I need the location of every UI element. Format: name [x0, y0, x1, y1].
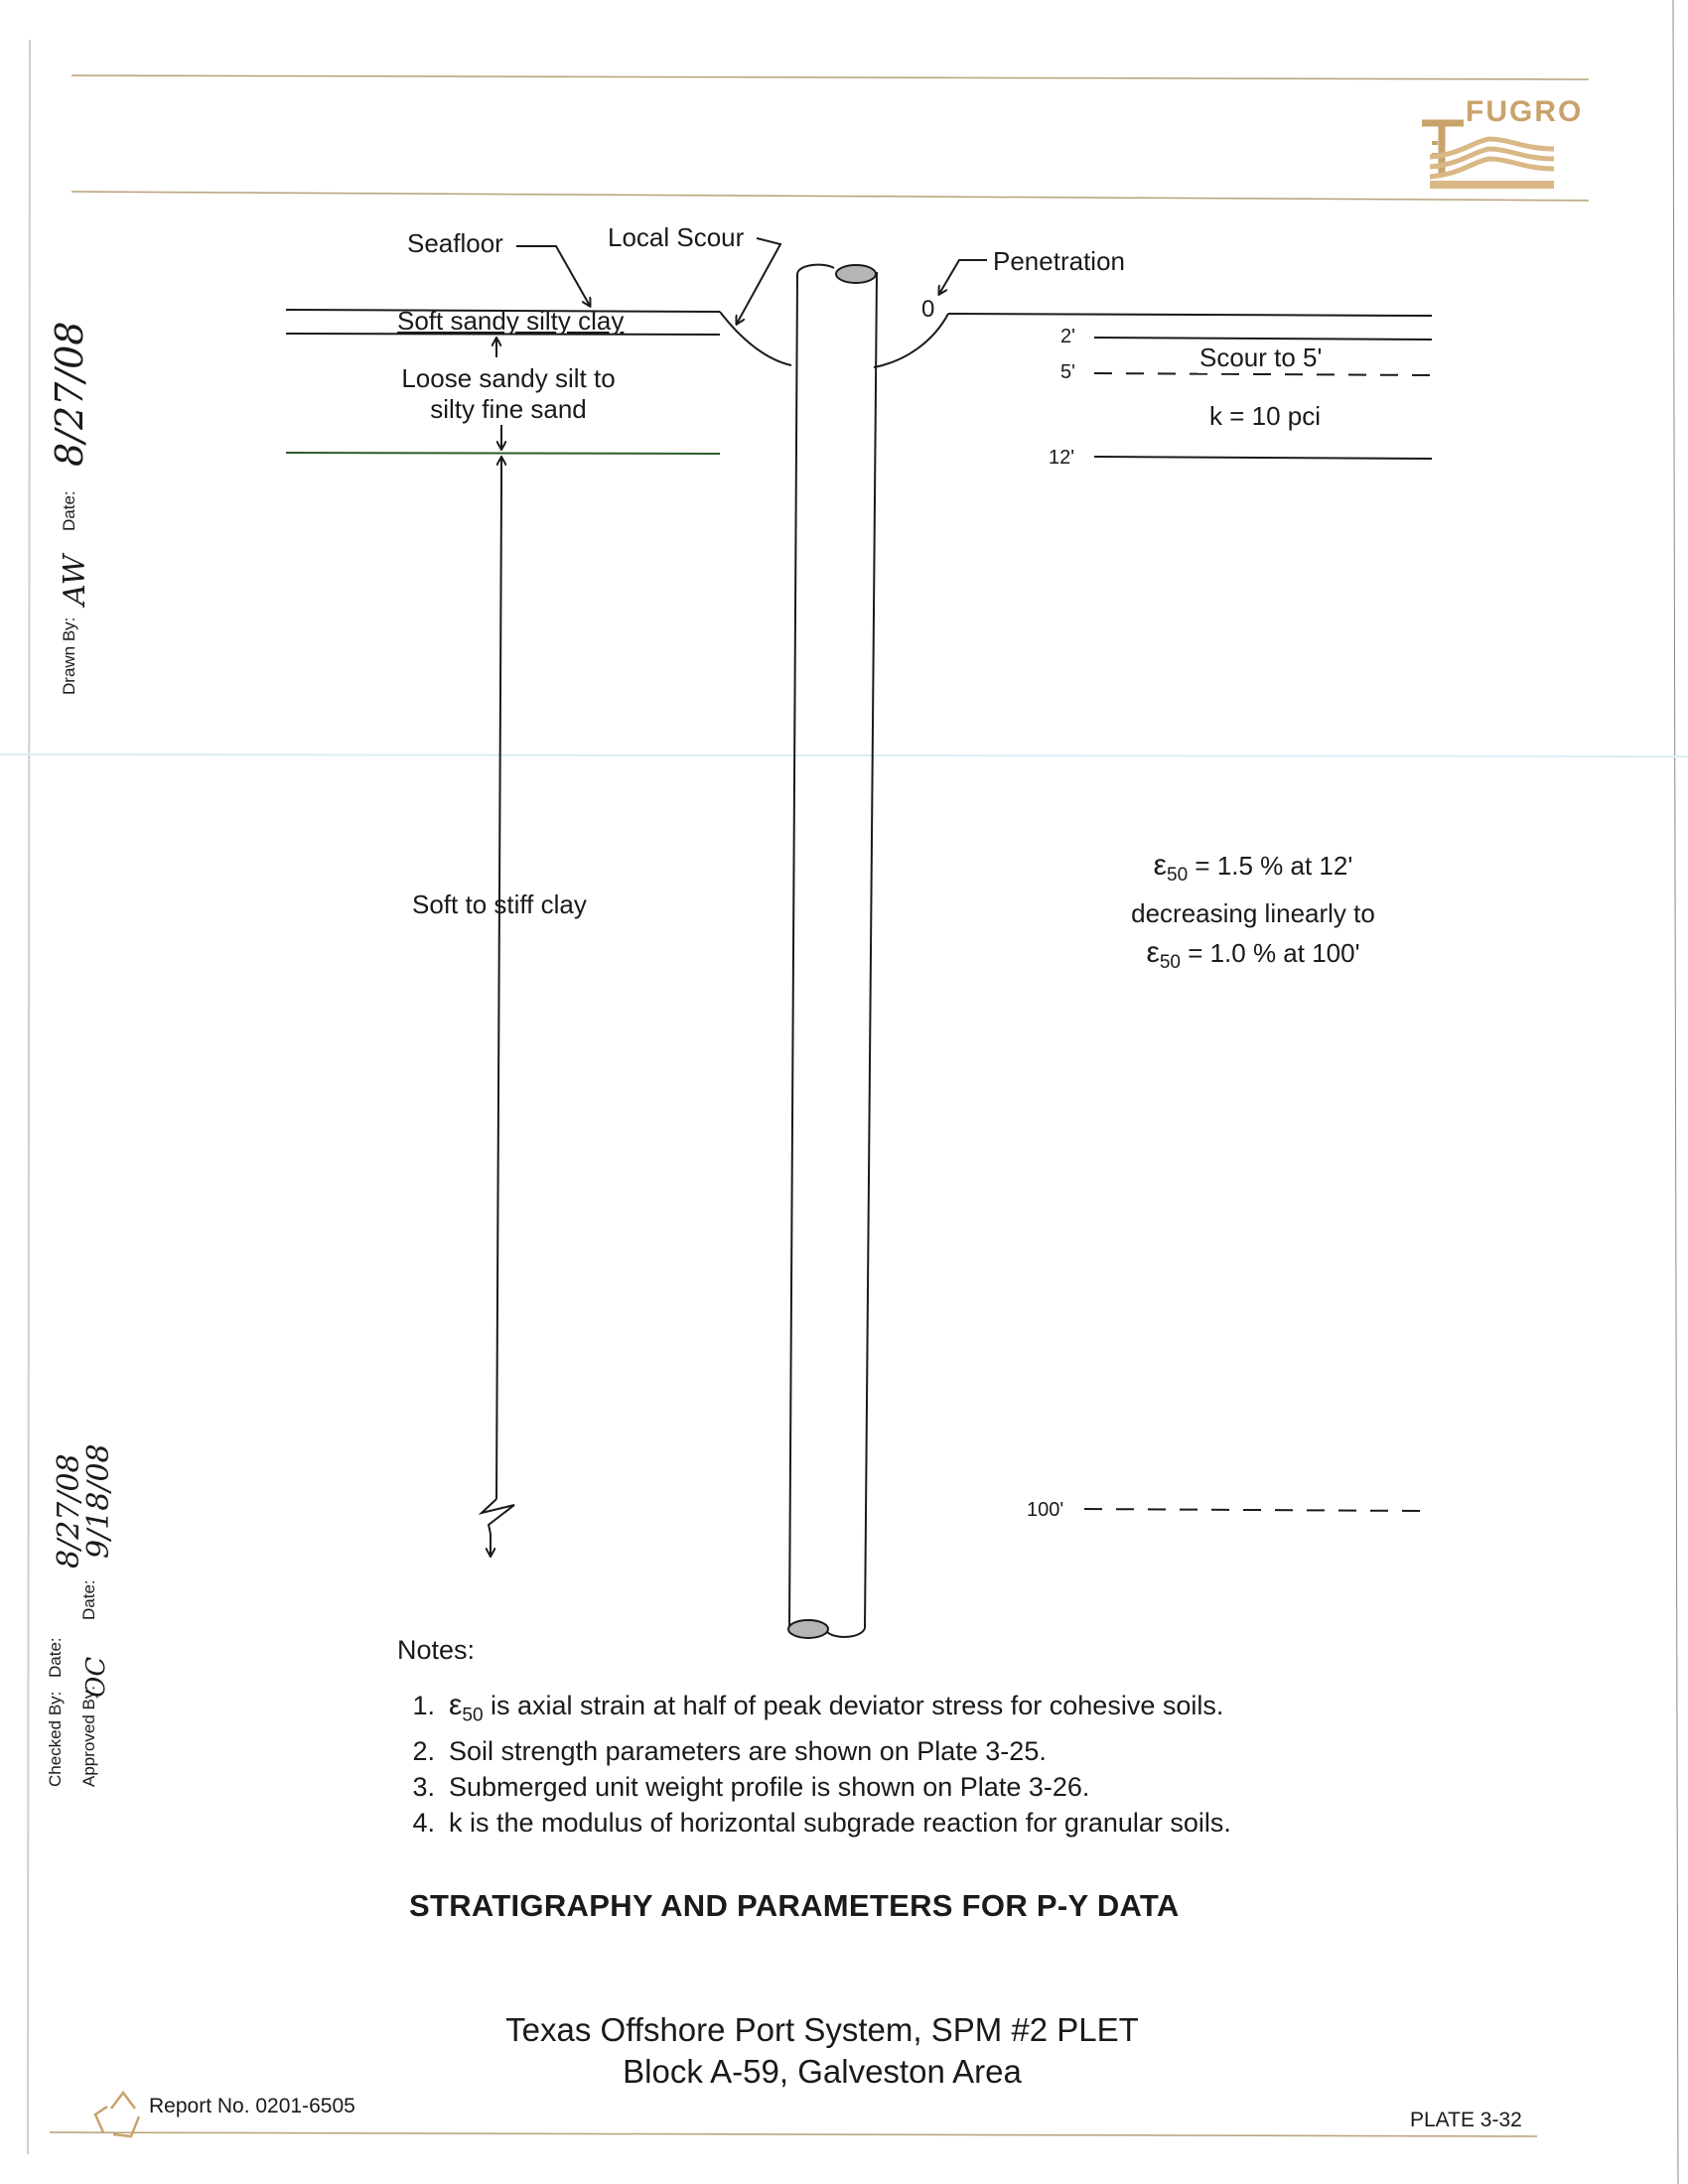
notes-list: 1. ε50 is axial strain at half of peak d… [405, 1688, 1231, 1841]
strain-line-1: ε50 = 1.5 % at 12' [1104, 846, 1402, 894]
fugro-logo: FUGRO [1466, 95, 1584, 128]
fugro-logo-mark [1422, 119, 1555, 189]
layer-loose-sandy-silt: Loose sandy silt to silty fine sand [384, 363, 633, 425]
scan-fold-line [0, 753, 1688, 757]
epsilon-symbol: ε [1146, 936, 1160, 970]
note-number: 1. [412, 1691, 435, 1720]
seafloor-left [285, 309, 721, 313]
strain-block: ε50 = 1.5 % at 12' decreasing linearly t… [1104, 846, 1402, 982]
note-text: Submerged unit weight profile is shown o… [449, 1772, 1090, 1803]
strain-line-2: decreasing linearly to [1131, 898, 1375, 929]
depth-line-5ft [1093, 372, 1433, 376]
soft-clay-base [285, 333, 721, 336]
strain-line-3: ε50 = 1.0 % at 100' [1104, 933, 1402, 982]
arrow-local-scour [737, 237, 782, 324]
drawn-by-label: Drawn By: [60, 616, 78, 695]
note-number: 2. [412, 1736, 435, 1767]
epsilon-subscript: 50 [462, 1705, 484, 1726]
left-binding-edge [27, 39, 31, 2155]
strain-line-3-value: = 1.0 % at 100' [1188, 938, 1360, 969]
note-text: ε50 is axial strain at half of peak devi… [449, 1688, 1223, 1733]
clay-break-symbol [478, 1498, 515, 1535]
layer-loose-sandy-silt-line1: Loose sandy silt to [401, 363, 616, 393]
note-text: Soil strength parameters are shown on Pl… [449, 1736, 1047, 1767]
layer-soft-to-stiff-clay: Soft to stiff clay [412, 889, 587, 919]
pile-bottom-right-shoulder [826, 1627, 866, 1638]
header-rule-top [70, 74, 1590, 80]
note-item: 4. k is the modulus of horizontal subgra… [405, 1805, 1231, 1841]
clay-thickness-line [495, 485, 502, 1500]
note-item: 3. Submerged unit weight profile is show… [405, 1769, 1231, 1805]
scour-pit-right [873, 313, 949, 368]
approved-by-label: Approved By: [79, 1685, 98, 1787]
approved-by-initials: OC [81, 1656, 111, 1698]
plate-number: PLATE 3-32 [1410, 2109, 1522, 2131]
approved-date-label: Date: [79, 1579, 98, 1620]
recycle-icon [93, 2090, 141, 2138]
notes-title: Notes: [397, 1635, 476, 1665]
k-value-label: k = 10 pci [1209, 401, 1322, 431]
project-line1: Texas Offshore Port System, SPM #2 PLET [505, 2011, 1139, 2048]
epsilon-subscript: 50 [1167, 865, 1189, 887]
note-1-text: is axial strain at half of peak deviator… [483, 1691, 1224, 1720]
layer-soft-sandy-silty-clay: Soft sandy silty clay [397, 306, 625, 336]
sand-base-line [285, 452, 721, 455]
arrow-seafloor [516, 245, 590, 306]
arrow-penetration [939, 259, 987, 294]
report-number: Report No. 0201-6505 [149, 2095, 355, 2117]
drawn-date-label: Date: [60, 490, 78, 531]
checked-by-label: Checked By: [46, 1691, 65, 1787]
drawn-by-initials: AW [58, 554, 92, 606]
local-scour-label: Local Scour [608, 222, 745, 252]
depth-label-100ft: 100' [1027, 1499, 1064, 1521]
strain-line-1-value: = 1.5 % at 12' [1195, 851, 1353, 881]
note-item: 2. Soil strength parameters are shown on… [405, 1733, 1231, 1769]
penetration-label: Penetration [993, 246, 1125, 276]
depth-label-5ft: 5' [1060, 361, 1075, 383]
epsilon-symbol: ε [1153, 849, 1168, 882]
pile-bottom-cap [787, 1619, 829, 1639]
note-text: k is the modulus of horizontal subgrade … [449, 1808, 1231, 1839]
seafloor-right [947, 313, 1433, 317]
scour-pit-left [719, 311, 792, 366]
depth-label-12ft: 12' [1049, 447, 1075, 469]
note-item: 1. ε50 is axial strain at half of peak d… [405, 1688, 1231, 1733]
header-rule-bottom [70, 191, 1590, 202]
scour-to-label: Scour to 5' [1197, 342, 1325, 373]
depth-line-2ft [1093, 337, 1433, 341]
pile-top-cap [835, 264, 877, 284]
depth-label-2ft: 2' [1060, 326, 1075, 347]
penetration-zero: 0 [921, 296, 935, 323]
drawn-date: 8/27/08 [48, 321, 91, 468]
pile-top-left-shoulder [796, 263, 835, 275]
plate-title: STRATIGRAPHY AND PARAMETERS FOR P-Y DATA [409, 1888, 1180, 1923]
note-number: 3. [412, 1772, 435, 1803]
approved-date: 9/18/08 [81, 1443, 116, 1559]
note-number: 4. [412, 1808, 435, 1839]
checked-date-label: Date: [46, 1637, 65, 1678]
layer-loose-sandy-silt-line2: silty fine sand [430, 394, 587, 424]
right-edge-rule [1672, 0, 1679, 2184]
footer-rule [49, 2131, 1538, 2137]
depth-line-12ft [1093, 456, 1433, 460]
epsilon-symbol: ε [449, 1689, 463, 1721]
seafloor-label: Seafloor [407, 228, 503, 258]
epsilon-subscript: 50 [1159, 952, 1181, 974]
project-line2: Block A-59, Galveston Area [623, 2053, 1022, 2090]
project-name: Texas Offshore Port System, SPM #2 PLET … [375, 2009, 1269, 2093]
pile [788, 271, 878, 1629]
depth-line-100ft [1083, 1508, 1423, 1512]
